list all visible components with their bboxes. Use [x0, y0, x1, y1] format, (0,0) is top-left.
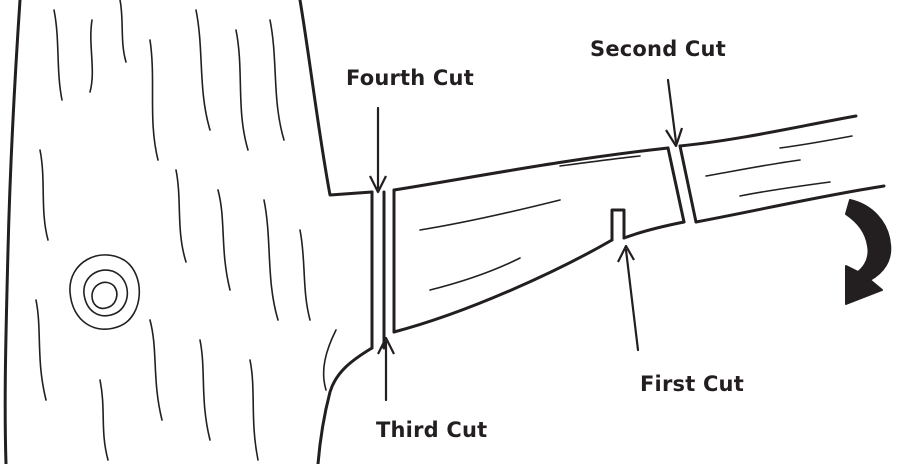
third-cut-arrow [377, 336, 395, 402]
fall-direction-arrow [845, 199, 892, 305]
first-cut-arrow [617, 244, 640, 352]
tree-trunk [3, 0, 374, 466]
second-cut-label: Second Cut [590, 37, 726, 61]
second-cut-arrow [665, 78, 684, 148]
fourth-cut-arrow [369, 106, 387, 194]
third-cut-label: Third Cut [376, 418, 488, 442]
branch-section [392, 146, 686, 334]
branch-tip [678, 114, 886, 224]
branch-stub [370, 190, 386, 350]
fourth-cut-label: Fourth Cut [346, 66, 474, 90]
first-cut-label: First Cut [640, 372, 744, 396]
bark-texture [35, 0, 311, 461]
trunk-knot [69, 254, 141, 330]
